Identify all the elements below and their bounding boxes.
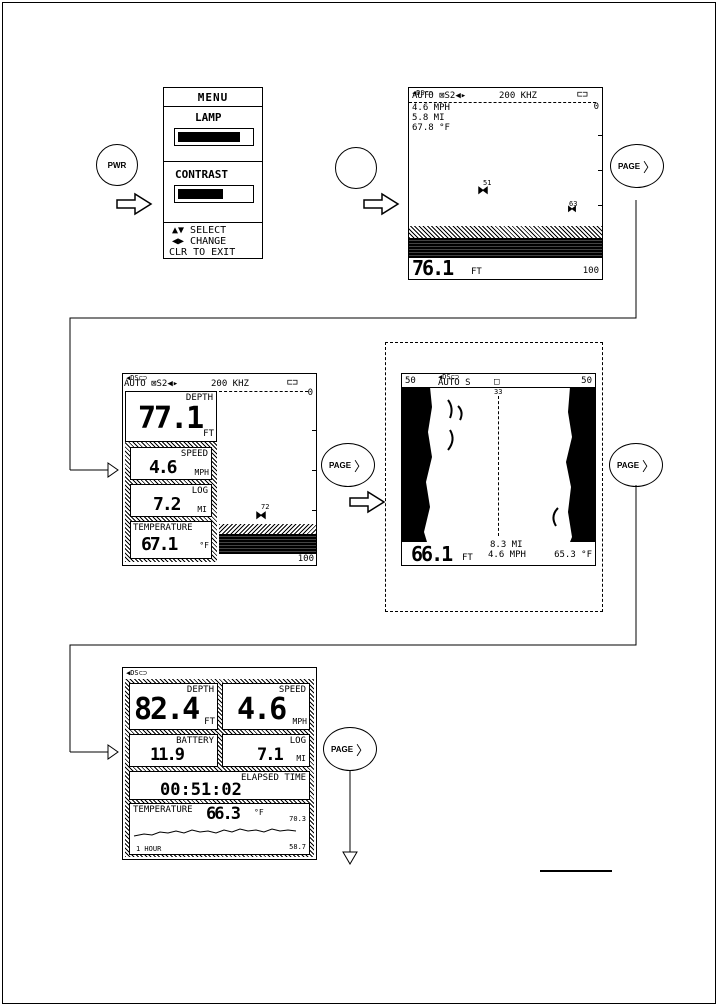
exit-hint: CLR TO EXIT [169,248,235,258]
log-unit: MI [296,755,306,763]
chevron-right-icon: 〉 [354,456,367,475]
center-marker: 33 [494,389,502,396]
depth-value: 82.4 [134,695,198,725]
log-label: LOG [290,737,306,746]
depth-unit: FT [203,430,214,439]
frequency-label: 200 KHZ [211,380,249,389]
temperature-trend-line [134,820,304,844]
depth-panel: DEPTH 82.4 FT [129,683,218,730]
top-scale: 0 [308,389,313,398]
digital-screen: ◀DS⊂⊃ DEPTH 82.4 FT SPEED 4.6 MPH BATTER… [122,667,317,860]
page-button[interactable]: PAGE〉 [323,727,377,771]
temperature-low: 58.7 [289,844,306,851]
arrow-to-split-icon [70,460,120,480]
menu-divider [164,222,262,223]
scale-tick [312,430,316,431]
right-range: 50 [581,377,592,386]
page-button-label: PAGE [329,461,351,470]
left-range: 50 [405,377,416,386]
chevron-right-icon: 〉 [642,456,655,475]
speed-panel: SPEED 4.6 MPH [222,683,310,730]
depth-value: 77.1 [138,404,202,434]
log-panel: LOG 7.1 MI [222,734,310,767]
battery-panel: BATTERY 11.9 [129,734,218,767]
fish-icon: ⧓ [567,205,577,215]
elapsed-time-panel: ELAPSED TIME 00:51:02 [129,771,310,800]
underline-rule [540,870,612,872]
status-auto: AUTO ⊠S2◀▸ [124,380,178,389]
scale-tick [598,205,602,206]
battery-value: 11.9 [150,747,183,764]
bottom-echo [409,238,602,258]
page-button-label: PAGE [617,461,639,470]
speed-unit: MPH [195,469,209,477]
temperature-unit: °F [254,809,264,817]
depth-unit: FT [204,718,215,727]
elapsed-time-label: ELAPSED TIME [241,774,306,783]
log-value: 7.1 [257,747,282,764]
speed-value: 4.6 [149,459,176,477]
boat-icon: ⊏⊐ [287,379,298,388]
bottom-scale: 100 [583,267,599,276]
chevron-right-icon: 〉 [356,740,369,759]
status-top: ◀DS⊂⊃ [126,670,147,677]
time-span-label: 1 HOUR [136,846,161,853]
depth-value: 76.1 [412,258,452,278]
speed-unit: MPH [293,718,307,726]
page-button-label: PAGE [331,745,353,754]
temperature-graph-panel: TEMPERATURE 66.3 °F 70.3 58.7 1 HOUR [129,803,310,855]
fish-arch-icon [444,396,484,456]
depth-panel: DEPTH 77.1 FT [125,391,217,442]
change-hint: ◀▶ CHANGE [172,237,226,247]
speed-panel: SPEED 4.6 MPH [130,447,212,480]
boat-marker-icon: □ [494,378,499,387]
select-hint: ▲▼ SELECT [172,226,226,236]
connector-line [0,0,720,200]
depth-unit: FT [471,268,482,277]
arrow-down-icon [340,770,360,866]
arrow-to-digital-icon [70,742,120,762]
surface-line [219,391,308,392]
speed-label: SPEED [181,450,208,459]
scale-tick [312,470,316,471]
speed-value: 4.6 [237,695,285,725]
elapsed-time-value: 00:51:02 [160,782,242,799]
bottom-clutter [409,226,602,238]
temperature-label: TEMPERATURE [133,806,193,815]
